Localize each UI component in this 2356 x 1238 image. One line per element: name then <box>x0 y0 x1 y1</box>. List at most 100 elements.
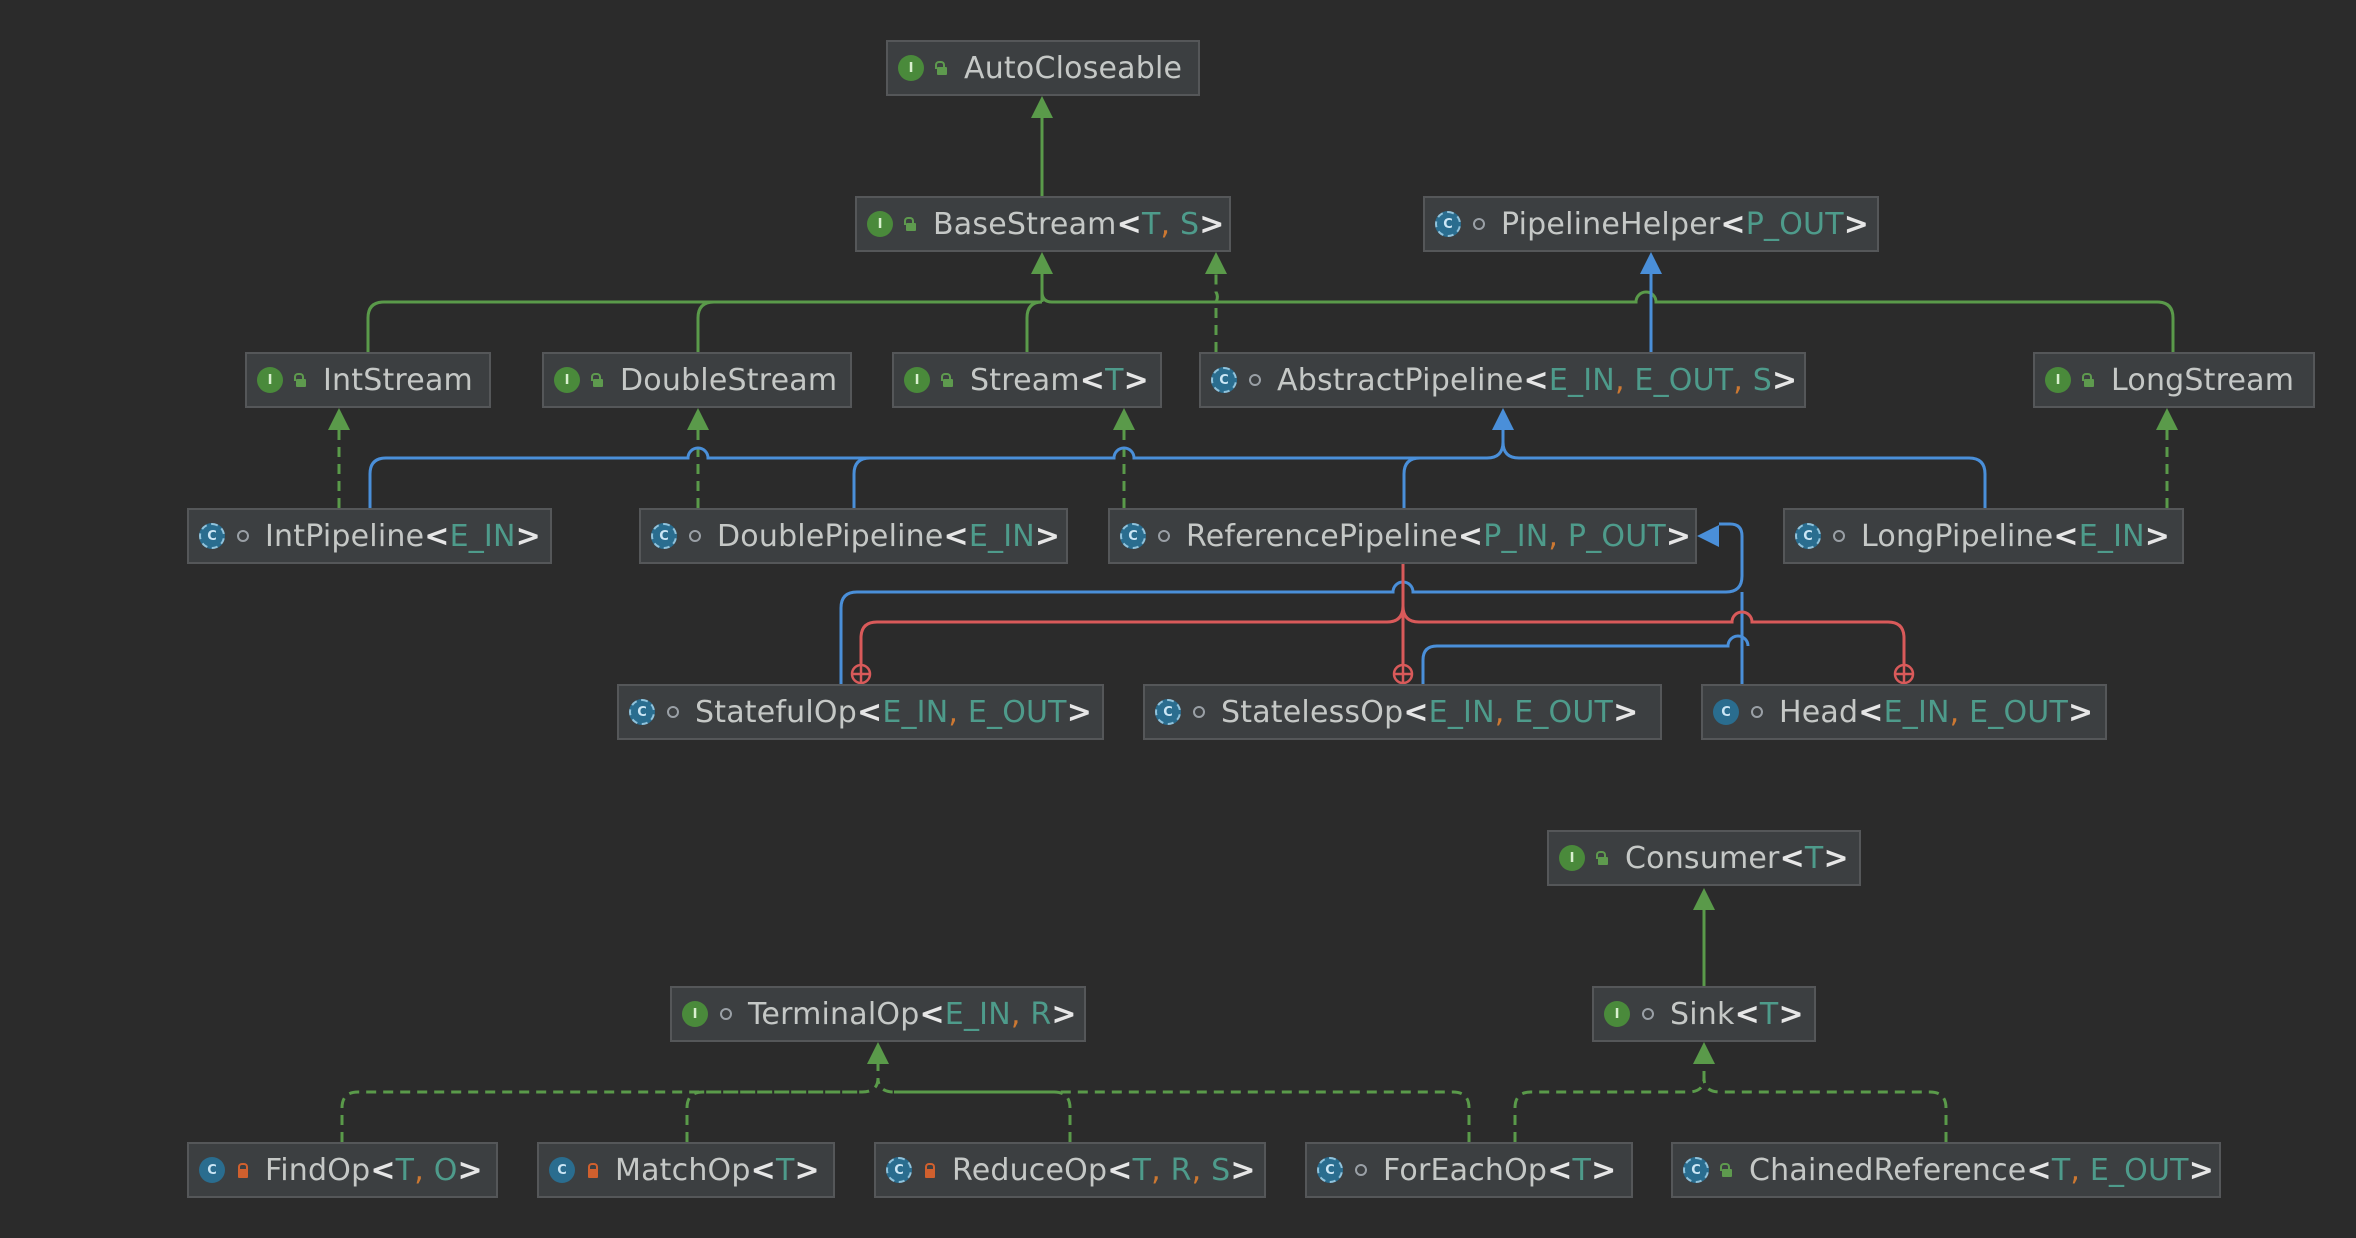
interface-icon: I <box>898 55 924 81</box>
node-label: DoublePipeline<E_IN> <box>717 518 1061 554</box>
node-label: DoubleStream <box>620 362 838 398</box>
extends-edge <box>366 300 1042 352</box>
node-label: AutoCloseable <box>964 50 1183 86</box>
package-private-icon <box>1831 528 1847 544</box>
node-label: FindOp<T, O> <box>265 1152 483 1188</box>
implements-edge <box>894 1090 1471 1142</box>
extends-edge <box>852 456 871 508</box>
public-lock-icon <box>940 372 956 388</box>
public-lock-icon <box>1719 1162 1735 1178</box>
node-pipeline-helper[interactable]: C PipelineHelper<P_OUT> <box>1423 196 1879 252</box>
abstract-class-icon: C <box>629 699 655 725</box>
extends-arrowhead <box>1031 252 1053 274</box>
extends-arrowhead <box>1693 888 1715 910</box>
extends-edge <box>1040 290 2175 352</box>
node-long-stream[interactable]: I LongStream <box>2033 352 2315 408</box>
node-label: ForEachOp<T> <box>1383 1152 1617 1188</box>
node-terminal-op[interactable]: I TerminalOp<E_IN, R> <box>670 986 1086 1042</box>
abstract-class-icon: C <box>1683 1157 1709 1183</box>
node-int-stream[interactable]: I IntStream <box>245 352 491 408</box>
interface-icon: I <box>257 367 283 393</box>
node-reduce-op[interactable]: C ReduceOp<T, R, S> <box>874 1142 1266 1198</box>
extends-arrowhead <box>1640 252 1662 274</box>
node-label: IntStream <box>323 362 473 398</box>
private-lock-icon <box>235 1162 251 1178</box>
interface-icon: I <box>554 367 580 393</box>
inner-class-marker <box>1392 663 1414 685</box>
implements-edge <box>685 1090 862 1142</box>
abstract-class-icon: C <box>1211 367 1237 393</box>
class-icon: C <box>549 1157 575 1183</box>
private-lock-icon <box>922 1162 938 1178</box>
package-private-icon <box>1749 704 1765 720</box>
node-abstract-pipeline[interactable]: C AbstractPipeline<E_IN, E_OUT, S> <box>1199 352 1806 408</box>
extends-edge <box>1421 634 1750 684</box>
node-match-op[interactable]: C MatchOp<T> <box>537 1142 835 1198</box>
extends-edge <box>1501 441 1987 508</box>
package-private-icon <box>665 704 681 720</box>
implements-edge <box>1702 1077 1948 1142</box>
package-private-icon <box>1156 528 1172 544</box>
interface-icon: I <box>682 1001 708 1027</box>
abstract-class-icon: C <box>1435 211 1461 237</box>
implements-arrowhead <box>328 408 350 430</box>
node-label: TerminalOp<E_IN, R> <box>748 996 1077 1032</box>
node-label: Sink<T> <box>1670 996 1804 1032</box>
node-double-stream[interactable]: I DoubleStream <box>542 352 852 408</box>
package-private-icon <box>1247 372 1263 388</box>
implements-arrowhead <box>687 408 709 430</box>
node-find-op[interactable]: C FindOp<T, O> <box>187 1142 498 1198</box>
abstract-class-icon: C <box>886 1157 912 1183</box>
node-label: IntPipeline<E_IN> <box>265 518 541 554</box>
public-lock-icon <box>293 372 309 388</box>
package-private-icon <box>718 1006 734 1022</box>
implements-arrowhead <box>1693 1042 1715 1064</box>
extends-edge <box>696 300 1042 352</box>
node-label: AbstractPipeline<E_IN, E_OUT, S> <box>1277 362 1798 398</box>
package-private-icon <box>1471 216 1487 232</box>
implements-edge <box>876 1077 1072 1142</box>
implements-arrowhead <box>1113 408 1135 430</box>
extends-arrowhead <box>1492 408 1514 430</box>
extends-arrowhead <box>1697 525 1719 547</box>
implements-arrowhead <box>1205 252 1227 274</box>
extends-edge <box>368 430 1505 508</box>
node-label: ReduceOp<T, R, S> <box>952 1152 1256 1188</box>
package-private-icon <box>235 528 251 544</box>
abstract-class-icon: C <box>1795 523 1821 549</box>
public-lock-icon <box>934 60 950 76</box>
inner-edge <box>859 564 1405 664</box>
interface-icon: I <box>2045 367 2071 393</box>
interface-icon: I <box>1559 845 1585 871</box>
implements-arrowhead <box>2156 408 2178 430</box>
implements-arrowhead <box>867 1042 889 1064</box>
abstract-class-icon: C <box>1120 523 1146 549</box>
node-label: MatchOp<T> <box>615 1152 820 1188</box>
extends-arrowhead <box>1031 96 1053 118</box>
node-label: Stream<T> <box>970 362 1149 398</box>
inner-class-marker <box>850 663 872 685</box>
node-auto-closeable[interactable]: I AutoCloseable <box>886 40 1200 96</box>
class-icon: C <box>199 1157 225 1183</box>
node-label: PipelineHelper<P_OUT> <box>1501 206 1870 242</box>
interface-icon: I <box>867 211 893 237</box>
inner-edge <box>1401 605 1906 664</box>
package-private-icon <box>687 528 703 544</box>
extends-edge <box>1025 300 1043 352</box>
node-label: LongStream <box>2111 362 2295 398</box>
